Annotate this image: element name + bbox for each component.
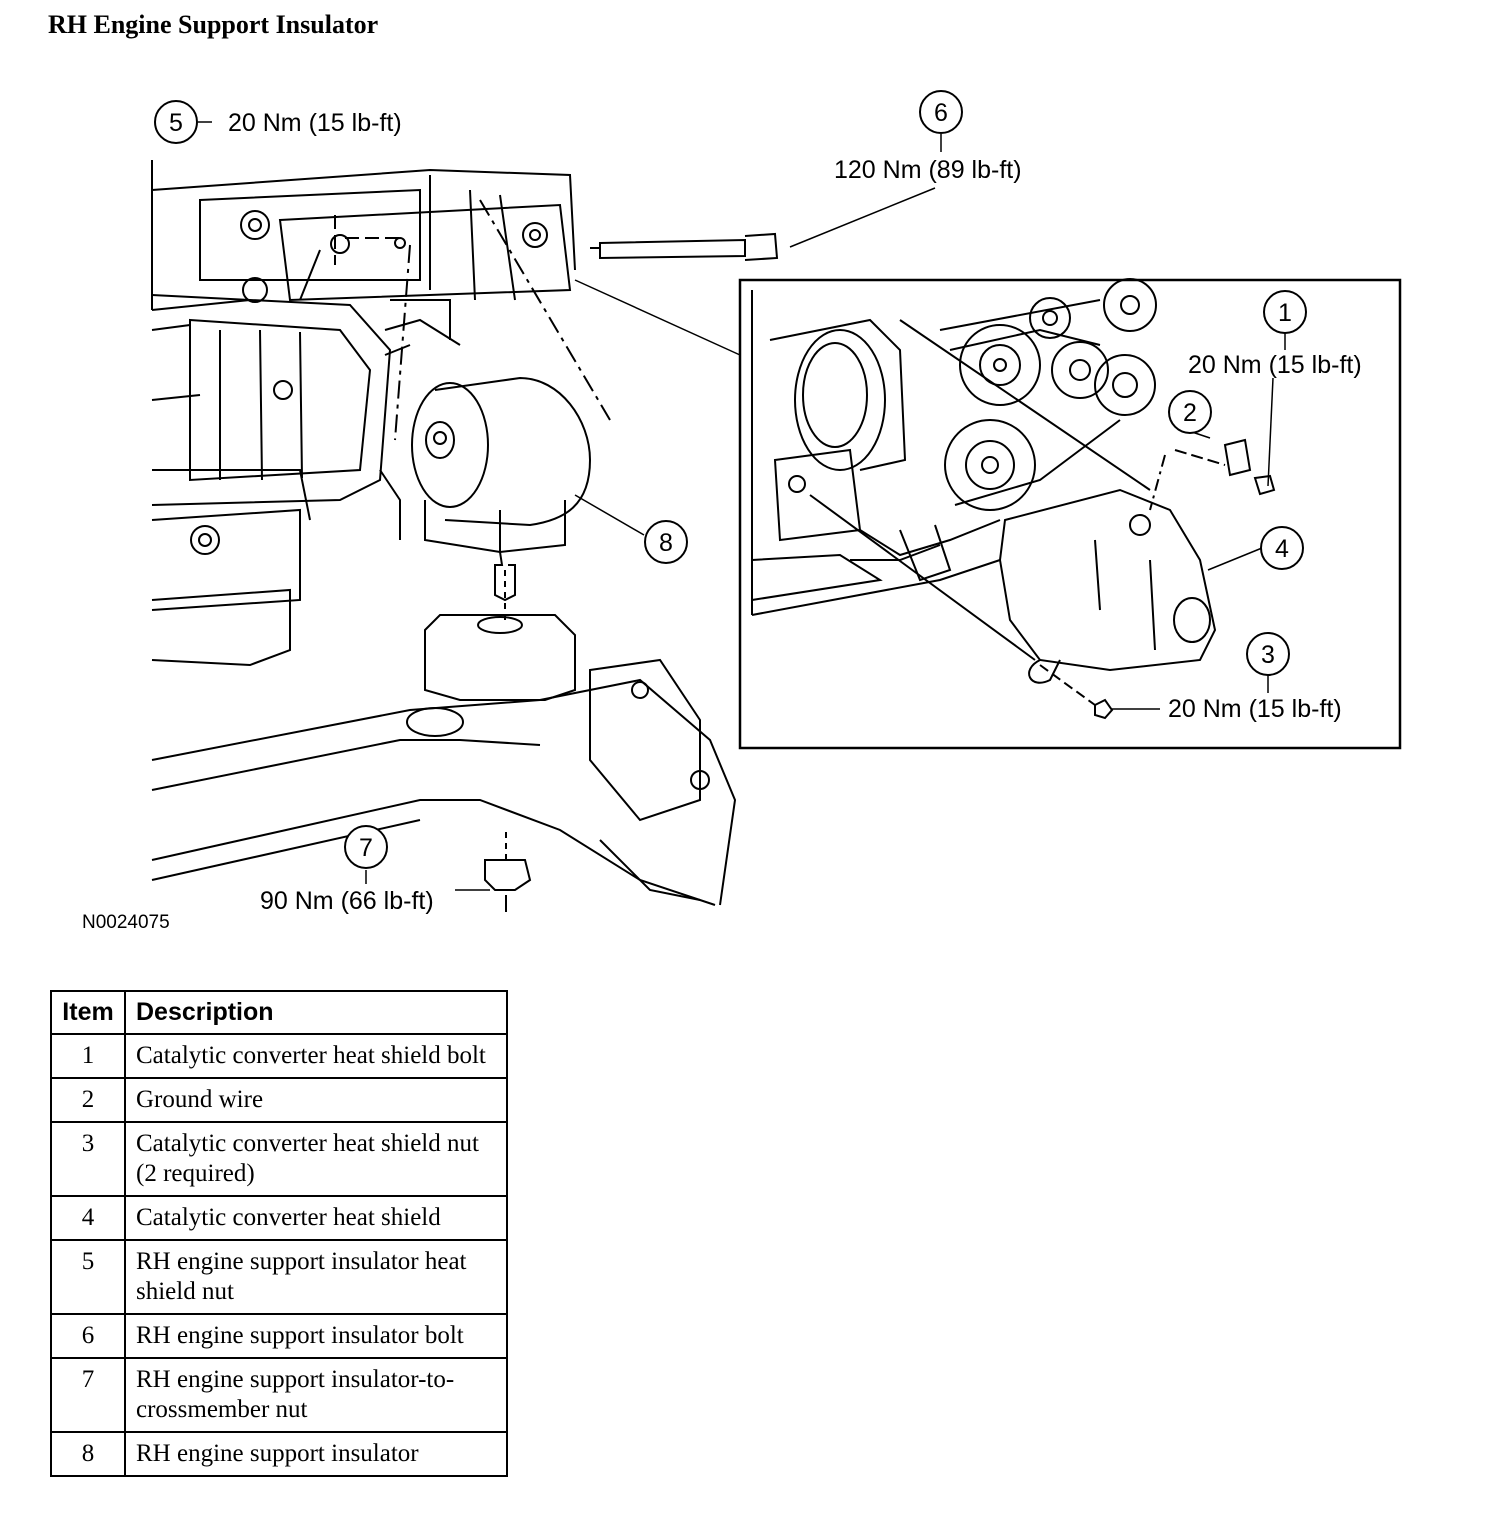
callout-7: 7 — [344, 825, 388, 869]
torque-label-3: 20 Nm (15 lb-ft) — [1168, 695, 1342, 723]
engine-support-insulator-illustration — [411, 376, 592, 602]
legend-item-description: Catalytic converter heat shield nut (2 r… — [124, 1121, 508, 1197]
legend-item-number: 5 — [50, 1239, 126, 1315]
table-row: 5 RH engine support insulator heat shiel… — [50, 1239, 508, 1315]
legend-table: Item Description 1 Catalytic converter h… — [50, 990, 508, 1477]
legend-item-number: 2 — [50, 1077, 126, 1123]
svg-text:6: 6 — [934, 99, 948, 127]
legend-item-number: 8 — [50, 1431, 126, 1477]
legend-item-description: RH engine support insulator-to-crossmemb… — [124, 1357, 508, 1433]
legend-item-description: RH engine support insulator — [124, 1431, 508, 1477]
svg-text:4: 4 — [1275, 535, 1289, 563]
legend-item-description: RH engine support insulator heat shield … — [124, 1239, 508, 1315]
table-row: 4 Catalytic converter heat shield — [50, 1195, 508, 1241]
callout-3: 3 — [1246, 632, 1290, 676]
legend-item-number: 1 — [50, 1033, 126, 1079]
legend-item-number: 4 — [50, 1195, 126, 1241]
torque-label-1: 20 Nm (15 lb-ft) — [1188, 351, 1362, 379]
detail-inset-frame — [738, 278, 1402, 750]
svg-text:1: 1 — [1278, 299, 1292, 327]
torque-labels: 20 Nm (15 lb-ft) 20 Nm (15 lb-ft) 20 Nm … — [228, 109, 1362, 915]
table-row: 6 RH engine support insulator bolt — [50, 1313, 508, 1359]
inset-engine-illustration — [751, 278, 1276, 720]
svg-text:2: 2 — [1183, 399, 1197, 427]
torque-label-7: 90 Nm (66 lb-ft) — [260, 887, 434, 915]
legend-item-number: 3 — [50, 1121, 126, 1197]
legend-item-number: 6 — [50, 1313, 126, 1359]
crossmember-illustration — [151, 614, 737, 912]
svg-text:7: 7 — [359, 834, 373, 862]
torque-label-5: 20 Nm (15 lb-ft) — [228, 109, 402, 137]
torque-label-6: 120 Nm (89 lb-ft) — [834, 156, 1022, 184]
legend-header-item: Item — [50, 990, 126, 1035]
callout-4: 4 — [1260, 526, 1304, 570]
table-row: 2 Ground wire — [50, 1077, 508, 1123]
legend-item-description: Ground wire — [124, 1077, 508, 1123]
table-row: 1 Catalytic converter heat shield bolt — [50, 1033, 508, 1079]
legend-item-number: 7 — [50, 1357, 126, 1433]
legend-item-description: Catalytic converter heat shield — [124, 1195, 508, 1241]
bracket-bolt-illustration — [330, 199, 779, 620]
svg-text:3: 3 — [1261, 641, 1275, 669]
figure-id: N0024075 — [82, 912, 170, 933]
callout-8: 8 — [644, 520, 688, 564]
page-title: RH Engine Support Insulator — [48, 10, 379, 39]
table-row: 8 RH engine support insulator — [50, 1431, 508, 1477]
table-row: 3 Catalytic converter heat shield nut (2… — [50, 1121, 508, 1197]
svg-text:5: 5 — [169, 109, 183, 137]
callout-markers: 1 2 3 4 5 6 7 8 — [154, 90, 1307, 869]
svg-text:8: 8 — [659, 529, 673, 557]
callout-6: 6 — [919, 90, 963, 134]
callout-leaders — [198, 121, 1286, 891]
engine-transmission-illustration — [151, 160, 576, 667]
table-row: 7 RH engine support insulator-to-crossme… — [50, 1357, 508, 1433]
legend-item-description: Catalytic converter heat shield bolt — [124, 1033, 508, 1079]
callout-5: 5 — [154, 100, 198, 144]
exploded-view-diagram: 1 2 3 4 5 6 7 8 20 N — [151, 90, 1402, 915]
legend-header-description: Description — [124, 990, 508, 1035]
legend-header-row: Item Description — [50, 990, 508, 1035]
legend-item-description: RH engine support insulator bolt — [124, 1313, 508, 1359]
callout-1: 1 — [1263, 290, 1307, 334]
callout-2: 2 — [1168, 390, 1212, 434]
